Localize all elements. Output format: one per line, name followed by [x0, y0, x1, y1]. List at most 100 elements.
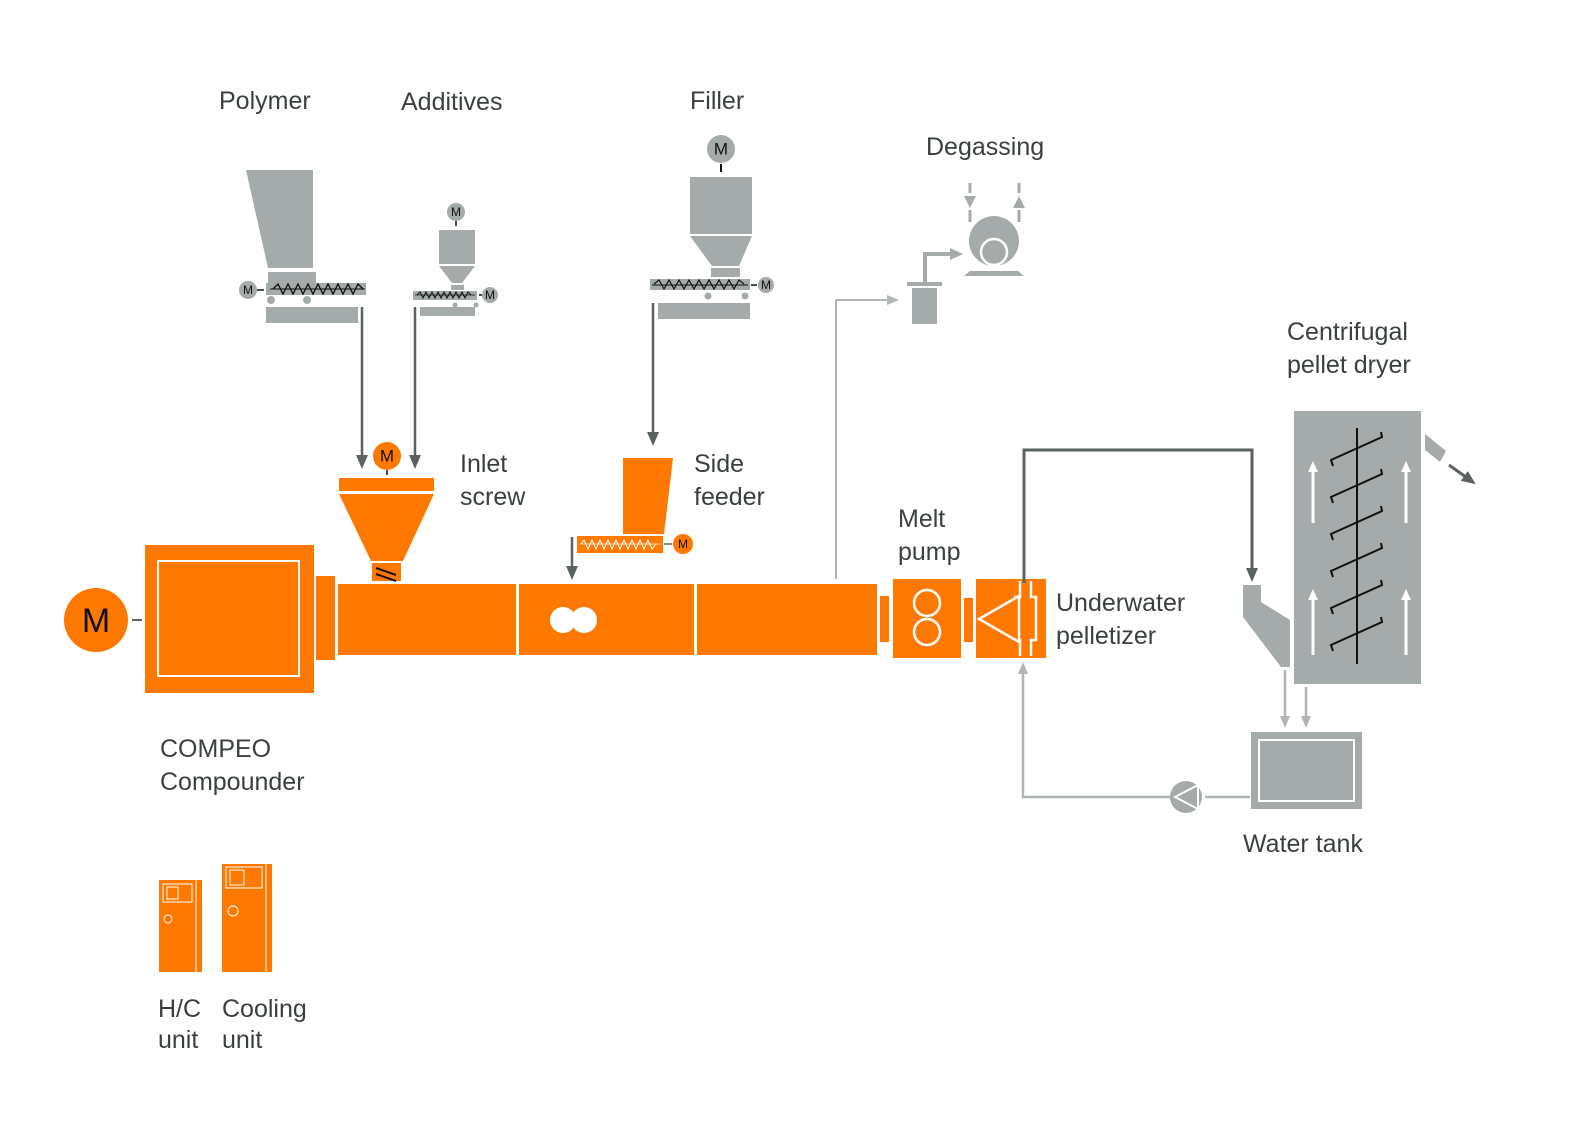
label-side-feeder-1: Side	[694, 450, 744, 478]
label-filler: Filler	[690, 87, 744, 115]
twin-screw-icon	[550, 607, 576, 633]
button-icon	[227, 905, 239, 917]
motor-icon	[482, 287, 498, 303]
display-icon	[229, 869, 245, 886]
water-tank	[1251, 732, 1362, 809]
hc-unit	[159, 880, 202, 972]
filler-screw-trough	[650, 279, 750, 290]
filler-hopper	[690, 177, 752, 234]
coupling	[316, 576, 335, 660]
main-motor-icon	[64, 588, 128, 652]
vacuum-pump-base	[964, 271, 1024, 276]
scale-roller	[452, 302, 458, 308]
arrow-down-icon	[964, 196, 976, 208]
adapter	[880, 596, 889, 642]
arrow-up-icon	[1308, 589, 1318, 600]
motor-label: M	[380, 447, 394, 466]
barrel-section-1	[338, 584, 516, 655]
cooling-unit	[222, 864, 272, 972]
label-pelletizer-2: pelletizer	[1056, 622, 1156, 650]
side-feeder: M	[577, 458, 693, 554]
scale-roller	[303, 296, 311, 304]
control-panel-icon	[225, 866, 263, 889]
centrifugal-pellet-dryer	[1243, 411, 1476, 684]
polymer-screw-icon	[272, 282, 364, 296]
inlet-screw-flight	[375, 573, 397, 582]
motor-icon	[707, 135, 735, 163]
inlet-screw-top	[339, 478, 434, 491]
additives-screw-icon	[416, 290, 472, 300]
label-additives: Additives	[401, 88, 502, 116]
motor-icon	[373, 442, 401, 470]
rotor-blades	[1329, 431, 1384, 652]
additives-hopper-neck	[451, 285, 464, 290]
label-pelletizer-1: Underwater	[1056, 589, 1185, 617]
label-compounder-1: COMPEO	[160, 735, 271, 763]
gearbox-inner-frame	[157, 560, 300, 677]
polymer-hopper	[246, 170, 313, 268]
scale-roller	[741, 292, 749, 300]
label-inlet-screw-2: screw	[460, 483, 526, 511]
motor-icon	[447, 203, 465, 221]
underwater-pelletizer	[976, 579, 1046, 658]
arrow-up-icon	[1308, 461, 1318, 472]
label-cooling-unit-2: unit	[222, 1026, 262, 1054]
polymer-scale-base	[266, 307, 358, 323]
label-hc-unit-2: unit	[158, 1026, 198, 1054]
pump-icon	[1170, 781, 1202, 813]
water-pump	[1170, 781, 1202, 813]
label-dryer-2: pellet dryer	[1287, 351, 1411, 379]
rotor-blade	[1329, 468, 1384, 504]
inlet-screw-flight	[375, 567, 397, 576]
degassing-unit	[907, 183, 1025, 324]
label-compounder-2: Compounder	[160, 768, 305, 796]
label-polymer: Polymer	[219, 87, 311, 115]
motor-icon	[758, 277, 774, 293]
filler-feeder: M M	[650, 135, 774, 319]
filler-scale-base	[658, 303, 750, 319]
additives-feeder: M M	[413, 203, 498, 316]
label-dryer-1: Centrifugal	[1287, 318, 1408, 346]
vacuum-line	[923, 252, 953, 282]
flow-line-water-return	[1018, 662, 1170, 799]
display-icon	[166, 886, 179, 900]
motor-icon	[239, 281, 257, 299]
pelletizer-body	[976, 579, 1046, 658]
side-feeder-trough	[577, 536, 663, 553]
flow-line-pellets-to-dryer	[1022, 448, 1258, 583]
vacuum-arrow	[950, 248, 963, 260]
rotor-blade	[1329, 505, 1384, 541]
water-tank-body	[1251, 732, 1362, 809]
motor-icon	[673, 534, 693, 554]
label-cooling-unit-1: Cooling	[222, 995, 307, 1023]
pump-triangle-icon	[1172, 783, 1199, 811]
motor-label: M	[485, 288, 495, 302]
inlet-screw: M	[339, 442, 434, 582]
vent-dome	[912, 288, 937, 324]
main-motor-label: M	[82, 602, 110, 640]
rotor-blade	[1329, 542, 1384, 578]
water-tank-inner-frame	[1258, 739, 1355, 802]
compounder: M	[64, 545, 889, 693]
arrow-up-icon	[1401, 461, 1411, 472]
gear-icon	[912, 588, 942, 618]
flow-line-degassing	[835, 295, 899, 579]
dryer-inlet-chute	[1243, 585, 1290, 667]
polymer-feeder: M	[239, 170, 366, 323]
die-plate-icon	[976, 594, 1020, 644]
side-feeder-hopper	[623, 458, 673, 534]
motor-label: M	[678, 537, 688, 551]
label-side-feeder-2: feeder	[694, 483, 765, 511]
label-melt-pump-1: Melt	[898, 505, 945, 533]
arrow-up-icon	[1401, 589, 1411, 600]
additives-screw-trough	[413, 291, 477, 300]
rotor-blade	[1329, 431, 1384, 467]
twin-screw-icon-right	[571, 607, 597, 633]
pellet-outlet-arrow	[1448, 463, 1476, 485]
scale-roller	[473, 302, 479, 308]
motor-label: M	[243, 283, 253, 297]
rotor-blade	[1329, 579, 1384, 615]
motor-label: M	[761, 278, 771, 292]
additives-hopper-cone	[439, 266, 475, 283]
